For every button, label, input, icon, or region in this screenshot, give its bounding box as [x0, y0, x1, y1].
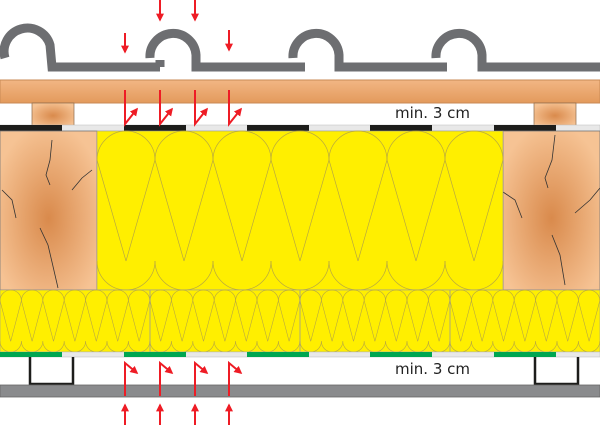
upper-gap-label: min. 3 cm — [395, 104, 470, 122]
lower-gap-label: min. 3 cm — [395, 360, 470, 378]
roof-tiles — [0, 23, 600, 72]
vent-up-arrow-icon — [194, 90, 208, 127]
rafter-left — [0, 130, 98, 291]
airflow-arrows — [121, 0, 243, 425]
vent-down-arrow-icon — [228, 360, 243, 396]
tile-batten — [0, 79, 600, 104]
metal-profile-right — [533, 357, 580, 386]
vent-up-arrow-icon — [228, 90, 242, 127]
insulation-board-joints — [149, 290, 451, 352]
metal-profile-left — [28, 357, 75, 386]
counter-batten-left — [31, 102, 75, 127]
insulation-pattern-lower — [0, 289, 600, 353]
vent-down-arrow-icon — [159, 360, 174, 396]
vent-up-arrow-icon — [124, 90, 138, 127]
vent-down-arrow-icon — [194, 360, 209, 396]
vent-down-arrow-icon — [124, 360, 139, 396]
upper-membrane — [0, 124, 600, 132]
vent-up-arrow-icon — [159, 90, 173, 127]
ceiling-board — [0, 384, 600, 398]
vapour-membrane — [0, 351, 600, 358]
insulation-between-rafters — [96, 130, 504, 291]
rafter-right — [502, 130, 600, 291]
counter-batten-right — [533, 102, 577, 127]
